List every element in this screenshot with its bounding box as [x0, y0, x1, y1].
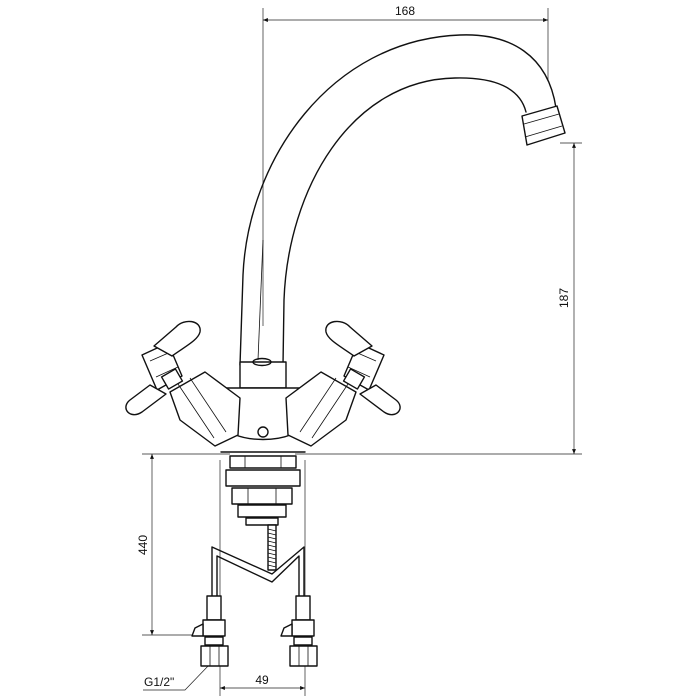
center-distance-label: 49 [255, 673, 269, 687]
thread-label: G1/2" [144, 675, 174, 689]
faucet-body [218, 357, 308, 453]
mounting-nut [231, 487, 293, 505]
dimension-spout-height: 187 [295, 142, 582, 455]
thread-callout: G1/2" [143, 663, 211, 691]
body-hole [257, 426, 269, 438]
flex-hoses [211, 546, 305, 597]
dimension-spout-reach: 168 [262, 4, 549, 326]
spout [239, 34, 566, 366]
right-handle-top-arm [325, 320, 373, 357]
total-length-label: 440 [136, 535, 150, 555]
left-handle-bottom-arm [125, 384, 167, 416]
threaded-stud [267, 524, 277, 571]
right-handle-bottom-arm [359, 384, 401, 416]
spout-reach-label: 168 [395, 4, 415, 18]
left-hose-connector [191, 595, 229, 667]
right-hose-connector [280, 595, 318, 667]
left-valve [125, 320, 241, 447]
left-handle-top-arm [153, 320, 201, 357]
aerator [521, 105, 566, 146]
right-valve [285, 320, 401, 447]
dimension-total-length: 440 [136, 453, 230, 636]
spout-height-label: 187 [557, 288, 571, 308]
mounting-assembly [225, 455, 301, 526]
